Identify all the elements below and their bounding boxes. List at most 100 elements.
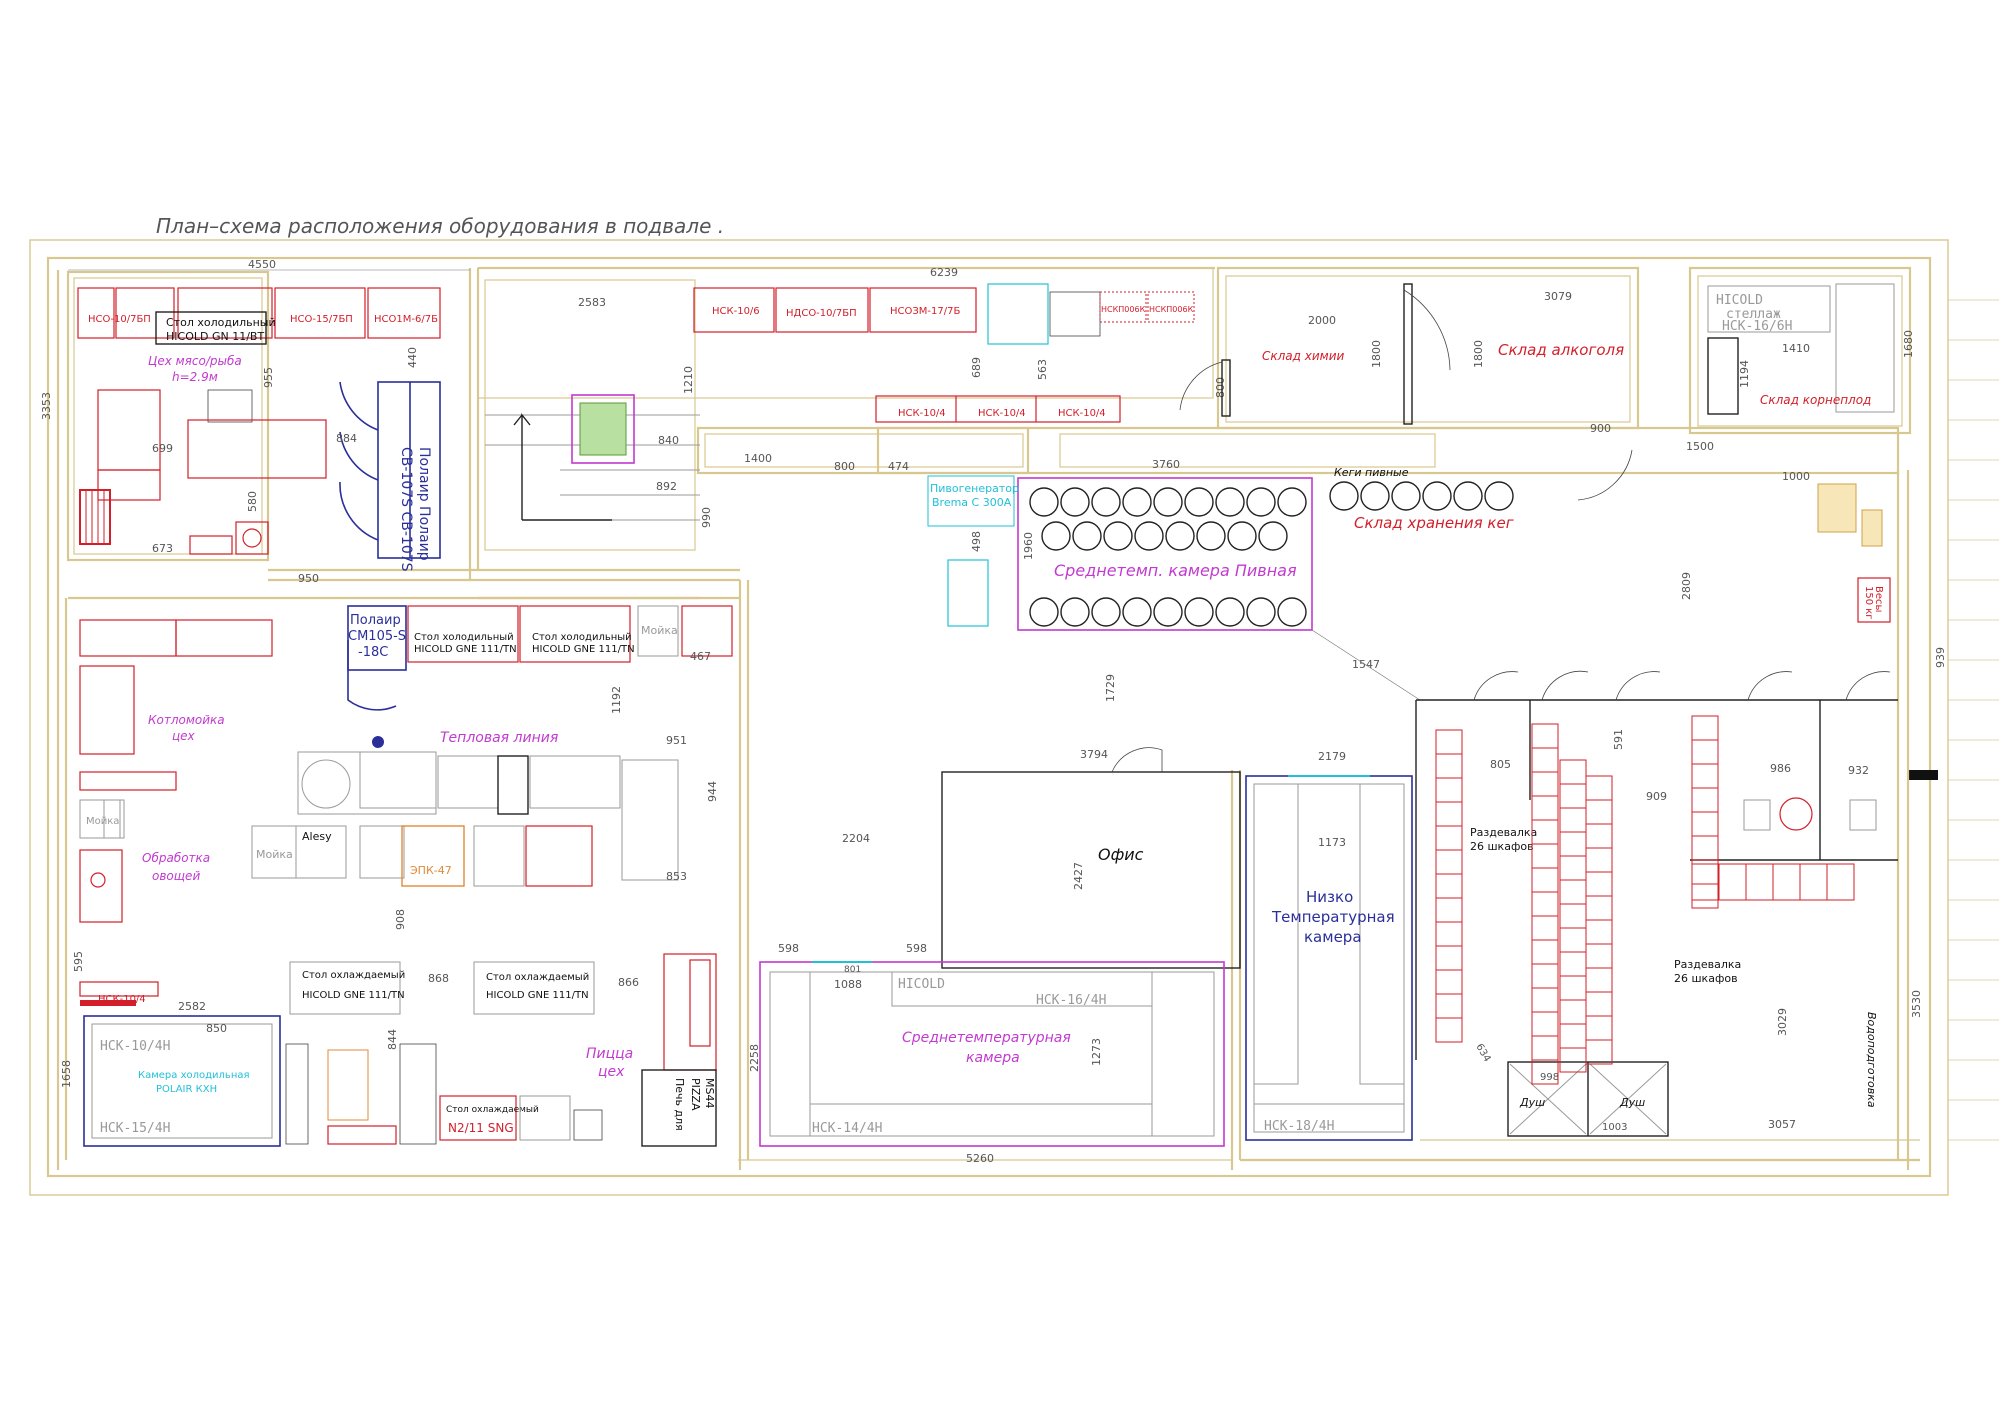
locker-cell: [1435, 897, 1463, 923]
locker-cell: [1559, 951, 1587, 977]
shelf-154-label: НСК-15/4Н: [100, 1121, 170, 1136]
dim-990: 990: [700, 507, 713, 528]
locker-cell: [1435, 921, 1463, 947]
hsk-106-label: НСК-10/6: [712, 306, 760, 317]
locker-cell: [1585, 823, 1613, 849]
dim-2582: 2582: [178, 1000, 206, 1013]
meat-room: НСО-10/7БП Стол холодильный HICOLD GN 11…: [77, 287, 441, 555]
dim-2258: 2258: [748, 1044, 761, 1072]
kegs: [1029, 481, 1514, 627]
dimensions-meat: 4550 3353 699 884 955 440 580 673 950: [40, 258, 470, 585]
keg: [1091, 487, 1121, 517]
locker-cell: [1772, 863, 1801, 901]
keg: [1360, 481, 1390, 511]
locker-cell: [1435, 753, 1463, 779]
pot-wash-label: Котломойка: [148, 713, 225, 727]
hso1m-label: НСО1М-6/7Б: [374, 314, 438, 325]
keg: [1184, 597, 1214, 627]
interior-walls: [56, 266, 1920, 1170]
keg: [1122, 487, 1152, 517]
sink-1-label: Мойка: [641, 624, 678, 637]
dim-1729: 1729: [1104, 674, 1117, 702]
hot-line-label: Тепловая линия: [440, 730, 558, 746]
dim-6239: 6239: [930, 266, 958, 279]
locker-cell: [1691, 763, 1719, 789]
wall-opening: [1908, 770, 1938, 780]
dim-2000: 2000: [1308, 314, 1336, 327]
hsk-red-a-label: НСКП006К: [1101, 305, 1146, 314]
keg: [1422, 481, 1452, 511]
beer-chamber-label: Среднетемп. камера Пивная: [1054, 561, 1297, 580]
bottle-gen-label: Пивогенератор: [930, 482, 1019, 495]
hot-kitchen: Полаир CM105-S -18C Стол холодильный HIC…: [79, 605, 733, 923]
cooled-tables: Стол охлаждаемый HICOLD GNE 111/TN Стол …: [79, 953, 717, 1071]
dim-1800b: 1800: [1472, 340, 1485, 368]
n211-label: N2/11 SNG: [448, 1121, 514, 1135]
shower-1-label: Душ: [1519, 1096, 1545, 1109]
locker-1-count: 26 шкафов: [1470, 840, 1534, 853]
dim-2583: 2583: [578, 296, 606, 309]
dim-563: 563: [1036, 359, 1049, 380]
keg: [1453, 481, 1483, 511]
sink-2-label: Мойка: [86, 816, 119, 827]
locker-cell: [1585, 871, 1613, 897]
dim-4550: 4550: [248, 258, 276, 271]
hso-10-label: НСО-10/7БП: [88, 314, 151, 325]
hsk104-c-label: НСК-10/4: [1058, 408, 1106, 419]
dim-866: 866: [618, 976, 639, 989]
locker-cell: [1531, 843, 1559, 869]
locker-cell: [1559, 831, 1587, 857]
locker-cell: [1559, 807, 1587, 833]
polair-2-model: CB-107S CB-107S: [398, 447, 414, 572]
bottle-gen-model: Brema C 300A: [932, 496, 1012, 509]
table-gn-model: HICOLD GN 11/BT: [166, 330, 264, 343]
water-treatment-label: Водоподготовка: [1865, 1012, 1878, 1108]
dim-3079: 3079: [1544, 290, 1572, 303]
locker-cell: [1531, 939, 1559, 965]
dim-884: 884: [336, 432, 357, 445]
dim-598a: 598: [778, 942, 799, 955]
dim-1400: 1400: [744, 452, 772, 465]
dim-3353: 3353: [40, 392, 53, 420]
outer-frame: [29, 239, 1949, 1196]
shower-2-label: Душ: [1619, 1096, 1645, 1109]
cool-table-1-label: Стол охлаждаемый: [302, 970, 405, 981]
locker-cell: [1718, 863, 1747, 901]
alesy-label: Alesy: [302, 830, 332, 843]
alcohol-storage-label: Склад алкоголя: [1498, 341, 1624, 359]
dim-955: 955: [262, 367, 275, 388]
locker-cell: [1531, 723, 1559, 749]
bottom-middle-equipment: 844 Стол охлаждаемый N2/11 SNG Пицца цех…: [285, 1029, 717, 1147]
dim-3794: 3794: [1080, 748, 1108, 761]
locker-cell: [1531, 747, 1559, 773]
dim-3029: 3029: [1776, 1008, 1789, 1036]
lockers: [1435, 715, 1855, 1085]
locker-cell: [1745, 863, 1774, 901]
dim-699: 699: [152, 442, 173, 455]
dim-580: 580: [246, 491, 259, 512]
top-row-equipment: НСК-10/6 НДСО-10/7БП НСОЗМ-17/7Б НСКП006…: [693, 283, 1195, 423]
locker-cell: [1585, 1039, 1613, 1065]
hsk104-b-label: НСК-10/4: [978, 408, 1026, 419]
dim-909: 909: [1646, 790, 1667, 803]
polair-1-model: CM105-S: [348, 629, 406, 644]
office-chair-icon: [1817, 483, 1883, 547]
veg-label: Обработка: [142, 851, 210, 865]
mid-temp-label: Среднетемпературная: [902, 1030, 1071, 1046]
pizza-room-label-2: цех: [598, 1064, 625, 1080]
dim-1680: 1680: [1902, 330, 1915, 358]
staircase: [485, 394, 700, 521]
locker-cell: [1691, 883, 1719, 909]
cold-chamber-label-2: POLAIR КХН: [156, 1084, 217, 1095]
dim-1003: 1003: [1602, 1122, 1627, 1133]
low-temp-label-2: Температурная: [1271, 908, 1395, 926]
polair-2-label: Полаир Полаир: [416, 447, 432, 561]
dim-3530: 3530: [1910, 990, 1923, 1018]
locker-cell: [1559, 1047, 1587, 1073]
table-gne-2-label: Стол холодильный: [532, 632, 632, 643]
dim-892: 892: [656, 480, 677, 493]
locker-cell: [1585, 799, 1613, 825]
locker-cell: [1585, 895, 1613, 921]
low-shelf-model: НСК-18/4Н: [1264, 1119, 1334, 1134]
